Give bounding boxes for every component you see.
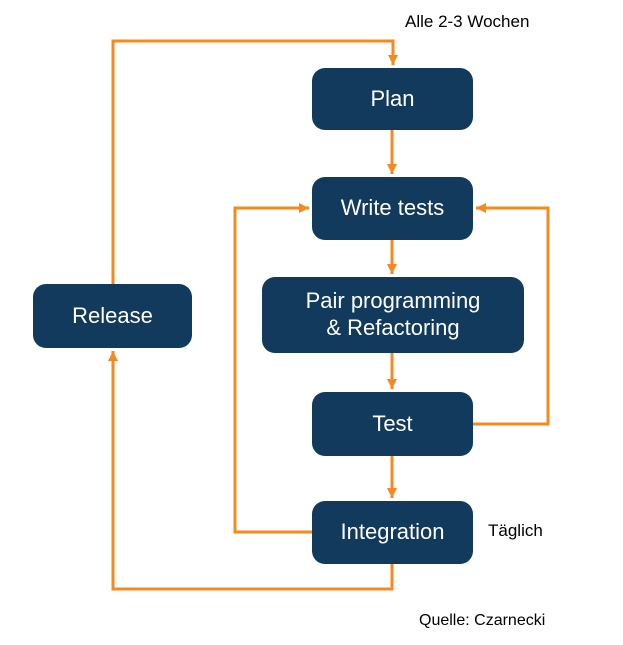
node-plan: Plan bbox=[312, 68, 473, 130]
daily-frequency-label: Täglich bbox=[488, 521, 543, 540]
connector-test-to-write-tests-loop bbox=[473, 203, 550, 426]
cycle-frequency-label: Alle 2-3 Wochen bbox=[405, 12, 530, 31]
node-integration: Integration bbox=[312, 501, 473, 564]
node-test: Test bbox=[312, 392, 473, 456]
connector-integration-to-release-loop bbox=[108, 351, 394, 591]
connector-release-to-plan-loop bbox=[111, 39, 398, 284]
node-release: Release bbox=[33, 284, 192, 348]
connector-integration-to-write-tests-loop bbox=[233, 203, 312, 534]
source-credit-label: Quelle: Czarnecki bbox=[419, 612, 546, 629]
node-write-tests: Write tests bbox=[312, 177, 473, 240]
node-pair-programming-refactoring: Pair programming & Refactoring bbox=[262, 277, 524, 353]
